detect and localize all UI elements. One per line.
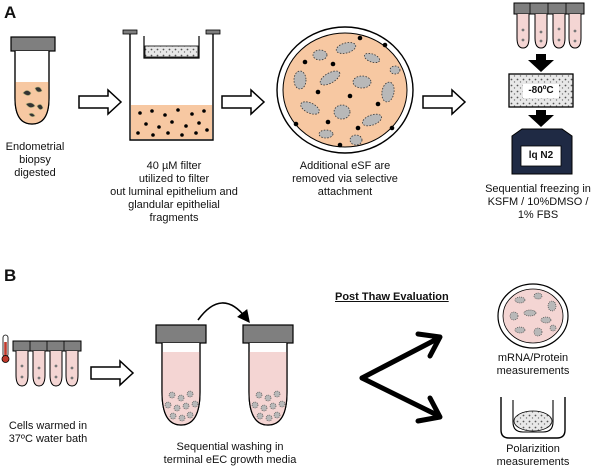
- post-thaw-title: Post Thaw Evaluation: [335, 291, 449, 303]
- transwell-insert-icon: [500, 397, 566, 439]
- selective-attachment-caption: Additional eSF are removed via selective…: [292, 160, 398, 198]
- branch-arrows-icon: [359, 331, 443, 424]
- hollow-arrow-icon: [422, 88, 467, 116]
- biopsy-tube-icon: [10, 36, 56, 125]
- cryo-strip-icon: [513, 2, 585, 49]
- liquid-nitrogen-icon: [511, 128, 573, 175]
- biopsy-caption: Endometrial biopsy digested: [5, 141, 65, 179]
- filter-insert-icon: [122, 29, 221, 141]
- polarization-caption: Polarizition measurements: [496, 443, 570, 468]
- outcome-dish-icon: [497, 283, 569, 349]
- thaw-caption: Cells warmed in 37ºC water bath: [8, 420, 88, 445]
- wash-tube-icon: [155, 324, 207, 426]
- petri-dish-icon: [276, 26, 414, 154]
- panel-a-label: A: [4, 3, 17, 22]
- mrna-protein-caption: mRNA/Protein measurements: [496, 352, 570, 377]
- freezing-caption: Sequential freezing in KSFM / 10%DMSO / …: [485, 183, 591, 221]
- filter-caption: 40 µM filter utilized to filter out lumi…: [110, 160, 238, 224]
- down-arrow-icon: [528, 54, 554, 72]
- panel-b-label: B: [4, 266, 17, 285]
- down-arrow-icon: [528, 110, 554, 127]
- flip-arrow-icon: [197, 302, 250, 324]
- thermometer-icon: [1, 334, 10, 363]
- hollow-arrow-icon: [78, 88, 123, 116]
- freezer-label: -80ºC: [528, 85, 554, 96]
- ln2-label: lq N2: [528, 150, 554, 161]
- hollow-arrow-icon: [90, 359, 135, 387]
- washing-caption: Sequential washing in terminal eEC growt…: [163, 441, 297, 466]
- cryo-strip-icon: [12, 340, 82, 387]
- wash-tube-icon: [242, 324, 294, 426]
- hollow-arrow-icon: [221, 88, 266, 116]
